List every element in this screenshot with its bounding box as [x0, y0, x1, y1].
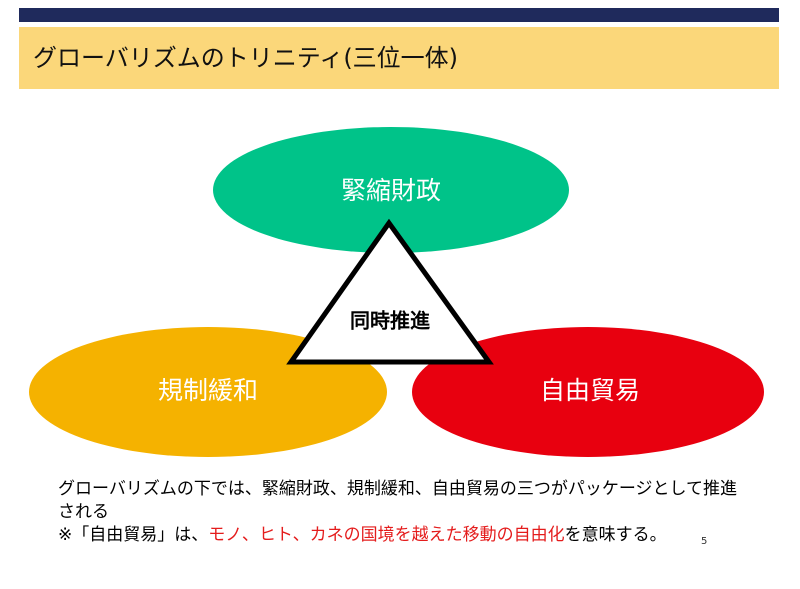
triangle [286, 218, 494, 365]
austerity-ellipse [213, 127, 569, 253]
caption-note: ※「自由貿易」は、モノ、ヒト、カネの国境を越えた移動の自由化を意味する。 [58, 524, 748, 547]
note-prefix: ※「自由貿易」は、 [58, 525, 209, 545]
free-trade-ellipse [412, 327, 764, 457]
deregulation-label: 規制緩和 [158, 376, 258, 405]
free-trade-label: 自由貿易 [540, 376, 640, 405]
caption: グローバリズムの下では、緊縮財政、規制緩和、自由貿易の三つがパッケージとして推進… [58, 478, 748, 547]
header-bar [19, 8, 779, 22]
caption-line-1: グローバリズムの下では、緊縮財政、規制緩和、自由貿易の三つがパッケージとして推進… [58, 479, 737, 522]
note-suffix: を意味する。 [564, 525, 667, 545]
center-label: 同時推進 [350, 309, 430, 333]
austerity-label: 緊縮財政 [341, 176, 441, 205]
title-banner: グローバリズムのトリニティ(三位一体) [19, 27, 779, 89]
slide-title: グローバリズムのトリニティ(三位一体) [33, 44, 459, 72]
page-number: 5 [701, 536, 708, 547]
note-highlight: モノ、ヒト、カネの国境を越えた移動の自由化 [208, 525, 565, 545]
